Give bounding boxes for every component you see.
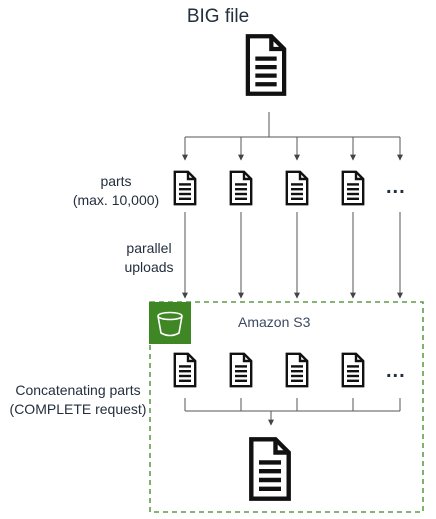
s3-service-label: Amazon S3 xyxy=(238,314,311,330)
concat-label: Concatenating parts (COMPLETE request) xyxy=(4,381,152,419)
s3-parts-ellipsis: ... xyxy=(386,360,406,382)
concat-connector xyxy=(184,398,401,426)
part-document-icon-1 xyxy=(173,170,197,206)
parts-label-line-1: parts xyxy=(100,173,132,189)
big-file-document-icon xyxy=(248,36,284,94)
upload-label-line-2: uploads xyxy=(124,259,174,275)
part-document-icon-2 xyxy=(229,170,253,206)
upload-label-line-1: parallel xyxy=(126,240,172,256)
diagram-title: BIG file xyxy=(186,6,250,27)
split-connector xyxy=(182,112,403,161)
s3-container-border xyxy=(149,301,424,513)
s3-part-document-icon-2 xyxy=(229,352,253,388)
parts-label-line-2: (max. 10,000) xyxy=(72,192,160,208)
final-file-document-icon xyxy=(251,439,288,498)
concat-label-line-2: (COMPLETE request) xyxy=(9,401,147,417)
concat-label-line-1: Concatenating parts xyxy=(15,382,141,398)
upload-label: parallel uploads xyxy=(111,239,187,277)
part-document-icon-4 xyxy=(341,170,365,206)
s3-part-document-icon-1 xyxy=(173,352,197,388)
s3-part-document-icon-3 xyxy=(285,352,309,388)
part-document-icon-3 xyxy=(285,170,309,206)
upload-arrows xyxy=(182,212,403,299)
s3-part-document-icon-4 xyxy=(341,352,365,388)
parts-ellipsis: ... xyxy=(386,176,406,198)
s3-bucket-icon xyxy=(157,311,183,337)
s3-badge xyxy=(149,302,191,344)
parts-label: parts (max. 10,000) xyxy=(66,172,166,210)
